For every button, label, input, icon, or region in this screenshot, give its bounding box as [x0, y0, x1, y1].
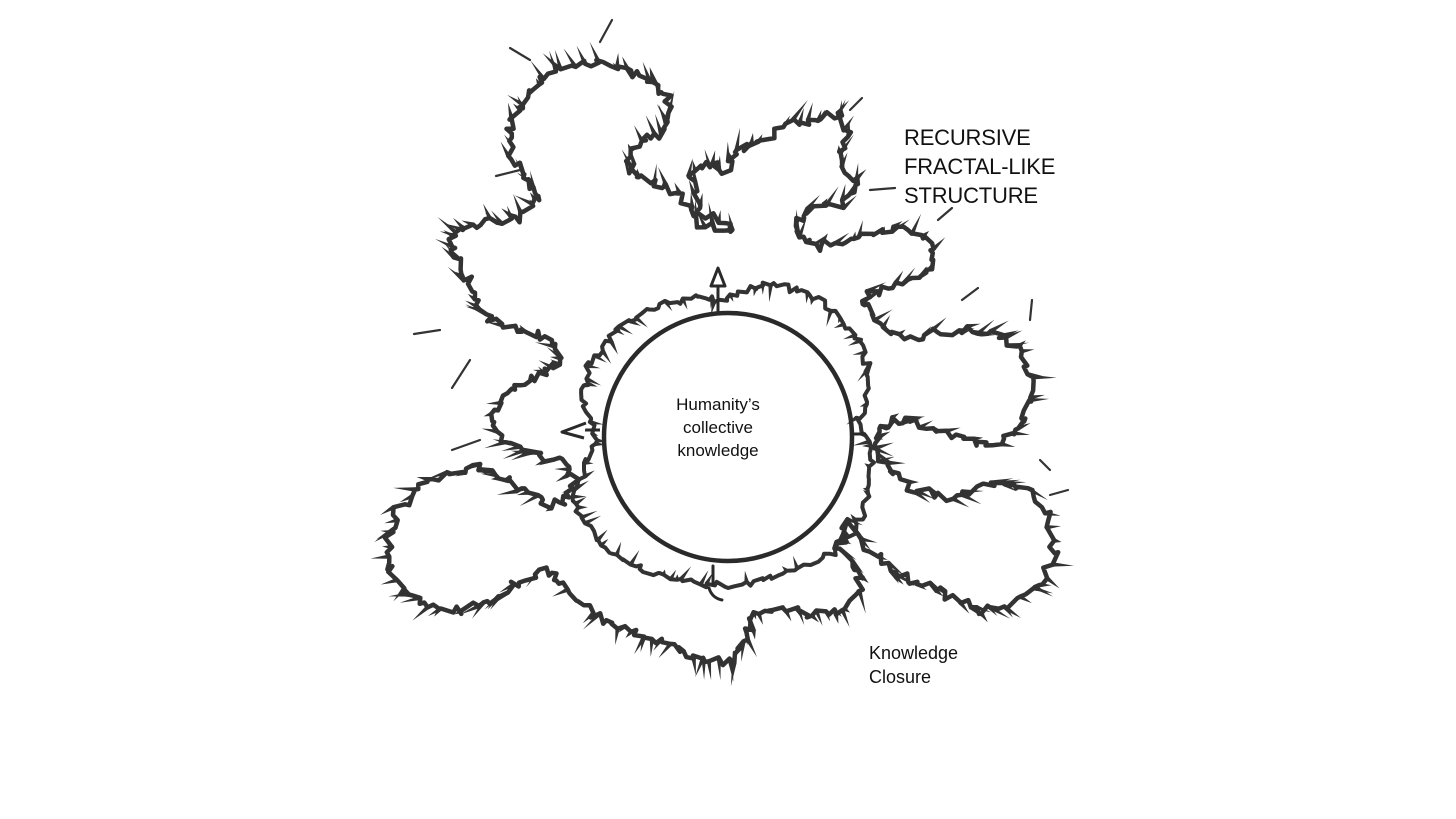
center-label: Humanity’s collective knowledge: [628, 393, 808, 462]
closure-label-line-1: Knowledge: [869, 643, 959, 663]
fractal-boundary: [370, 18, 1074, 687]
center-label-line-3: knowledge: [677, 441, 759, 460]
structure-label-line-2: FRACTAL-LIKE: [904, 154, 1056, 179]
closure-label-line-2: Closure: [869, 667, 932, 687]
arrow-left: [560, 421, 600, 440]
center-label-line-1: Humanity’s: [676, 395, 760, 414]
arrow-down: [707, 564, 724, 602]
structure-label: RECURSIVE FRACTAL-LIKE STRUCTURE: [904, 123, 1055, 210]
center-label-line-2: collective: [683, 418, 753, 437]
closure-label: Knowledge Closure: [869, 641, 958, 689]
knowledge-circle: [601, 310, 855, 564]
arrow-up: [709, 266, 727, 312]
structure-label-line-3: STRUCTURE: [904, 183, 1038, 208]
structure-label-line-1: RECURSIVE: [904, 125, 1031, 150]
